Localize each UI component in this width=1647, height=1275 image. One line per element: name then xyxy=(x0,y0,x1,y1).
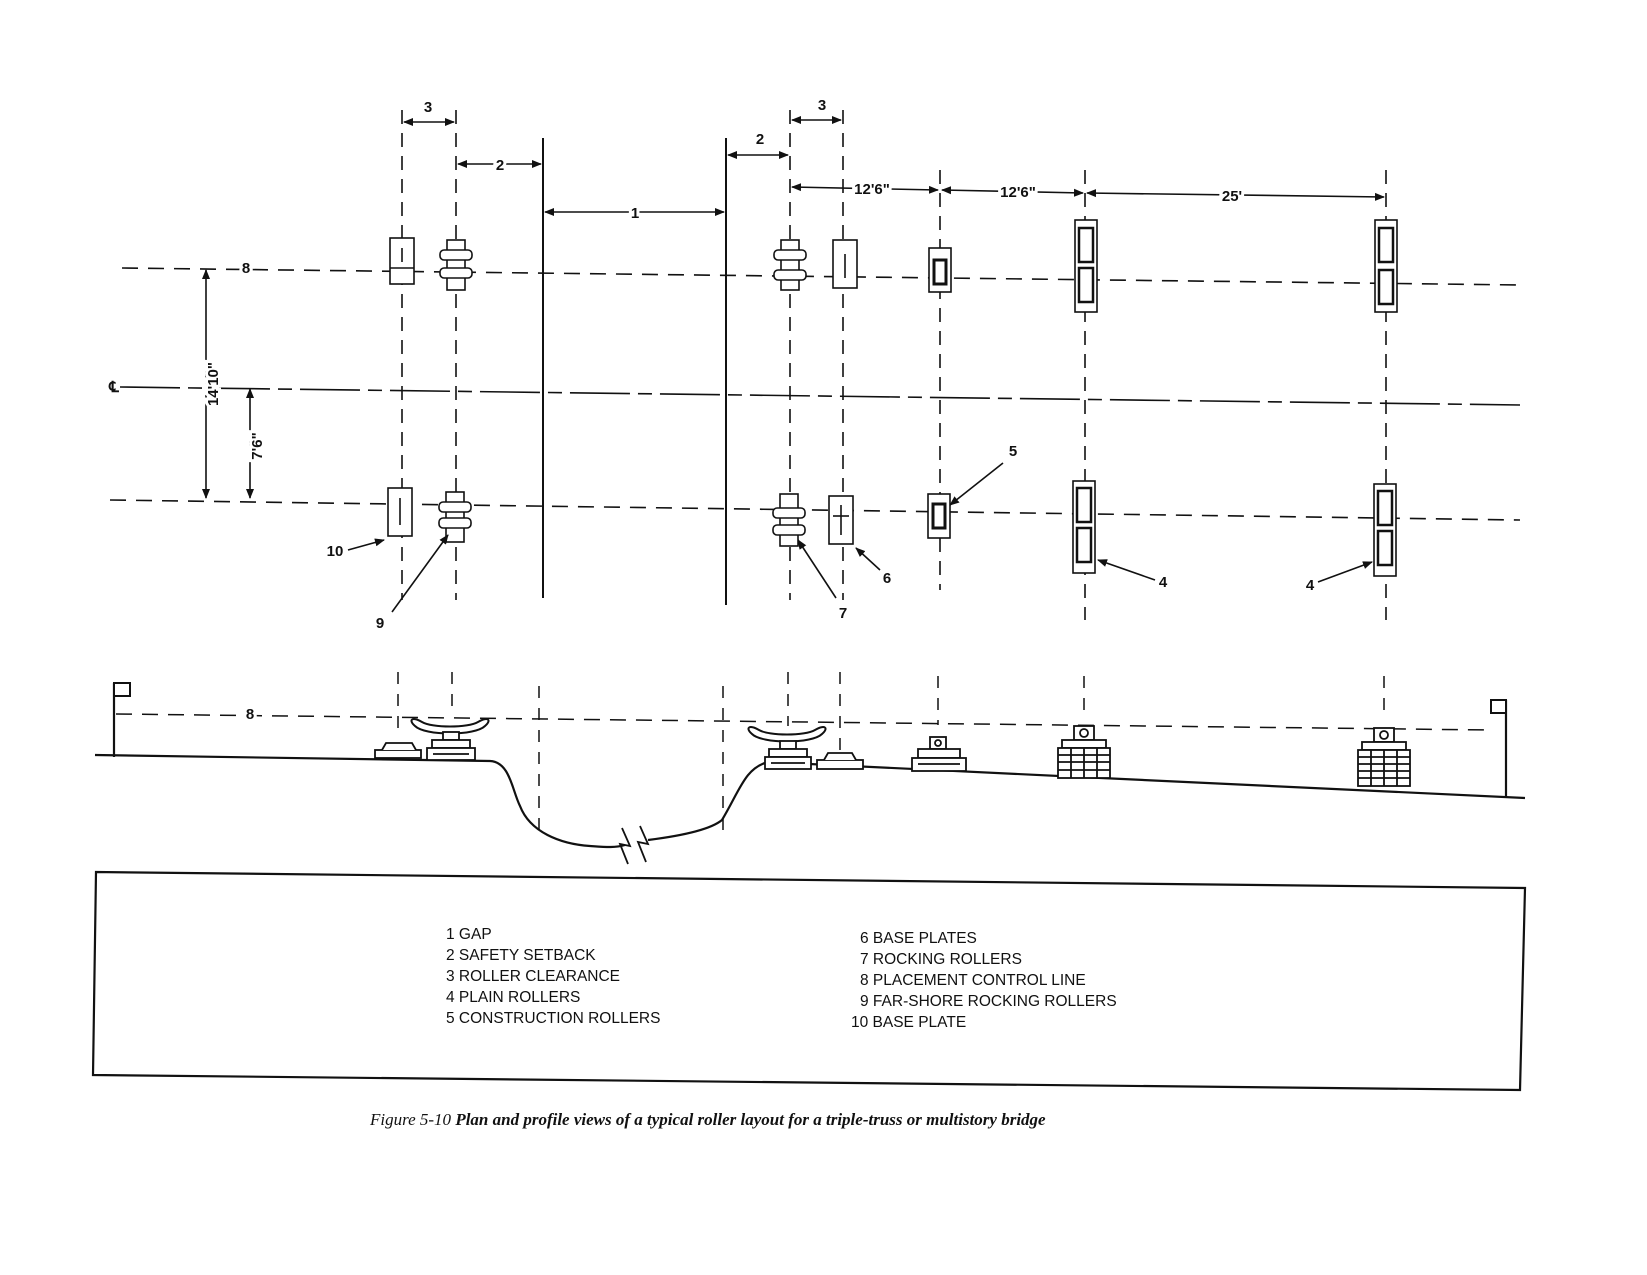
ground-profile xyxy=(94,753,1526,849)
plain-roller-25-top xyxy=(1074,219,1098,313)
legend-item-1: 1 GAP xyxy=(446,926,492,943)
label-placement-line-profile: 8 xyxy=(246,706,254,723)
legend-item-4: 4 PLAIN ROLLERS xyxy=(446,989,580,1006)
label-roller-clearance-right: 3 xyxy=(818,97,826,114)
label-safety-setback-right: 2 xyxy=(756,131,764,148)
far-flag xyxy=(1490,699,1508,797)
callout-10: 10 xyxy=(327,543,344,560)
figure-number: Figure 5-10 xyxy=(370,1110,452,1129)
label-half-width: 7'6" xyxy=(249,432,266,459)
plan-view xyxy=(109,110,1521,620)
arrow-callout-4b xyxy=(1317,561,1373,583)
placement-control-line-bottom xyxy=(109,499,1521,521)
rocking-roller-far-bottom xyxy=(772,493,806,547)
label-centerline: ℄ xyxy=(108,379,119,396)
profile-rocking-roller-far xyxy=(747,726,827,770)
label-gap: 1 xyxy=(631,205,639,222)
profile-base-plate-far xyxy=(816,752,864,770)
profile-placement-line xyxy=(115,713,1491,731)
base-plate-near-bottom xyxy=(387,487,413,537)
arrow-callout-9 xyxy=(391,534,449,613)
arrow-callout-6 xyxy=(855,547,881,571)
figure-title: Plan and profile views of a typical roll… xyxy=(455,1110,1046,1129)
legend-item-8: 8 PLACEMENT CONTROL LINE xyxy=(860,972,1086,989)
legend-item-10: 10 BASE PLATE xyxy=(851,1014,966,1031)
callout-4b: 4 xyxy=(1306,577,1315,594)
plain-roller-50-top xyxy=(1374,219,1398,313)
legend-item-2: 2 SAFETY SETBACK xyxy=(446,947,596,964)
legend-item-6: 6 BASE PLATES xyxy=(860,930,977,947)
profile-rocking-roller-near xyxy=(410,718,490,761)
callout-5: 5 xyxy=(1009,443,1017,460)
legend-right-column: 6 BASE PLATES 7 ROCKING ROLLERS 8 PLACEM… xyxy=(851,930,1117,1031)
near-flag xyxy=(112,682,131,757)
callout-7: 7 xyxy=(839,605,847,622)
legend-box: 1 GAP 2 SAFETY SETBACK 3 ROLLER CLEARANC… xyxy=(91,870,1527,1092)
rocking-roller-far-top xyxy=(773,239,807,291)
dim-spacing-2 xyxy=(941,186,1084,197)
profile-plain-roller-25 xyxy=(1057,725,1111,779)
legend-item-5: 5 CONSTRUCTION ROLLERS xyxy=(446,1010,660,1027)
label-truss-width: 14'10" xyxy=(205,362,222,406)
legend-item-9: 9 FAR-SHORE ROCKING ROLLERS xyxy=(860,993,1117,1010)
base-plate-far-top xyxy=(832,239,858,289)
label-spacing-2: 12'6" xyxy=(1000,184,1036,201)
label-spacing-1: 12'6" xyxy=(854,181,890,198)
callout-4a: 4 xyxy=(1159,574,1168,591)
arrow-callout-4a xyxy=(1097,559,1156,581)
label-placement-line-plan: 8 xyxy=(242,260,250,277)
figure-caption: Figure 5-10 Plan and profile views of a … xyxy=(370,1110,1270,1130)
profile-plain-roller-50 xyxy=(1357,727,1411,787)
profile-projection-lines xyxy=(397,672,1385,830)
dim-spacing-3 xyxy=(1086,189,1385,201)
arrow-callout-10 xyxy=(347,538,385,551)
arrow-callout-7 xyxy=(797,539,837,599)
label-roller-clearance-left: 3 xyxy=(424,99,432,116)
legend-item-7: 7 ROCKING ROLLERS xyxy=(860,951,1022,968)
placement-control-line-top xyxy=(121,267,1521,286)
label-spacing-3: 25' xyxy=(1222,188,1242,205)
profile-view xyxy=(94,672,1526,865)
construction-roller-top xyxy=(928,247,952,293)
vertical-layout-lines xyxy=(401,110,1387,620)
plan-labels: 3 2 1 2 3 12'6" 12'6" 25' 8 ℄ 14'10" 7'6… xyxy=(108,97,1315,632)
base-plate-far-bottom xyxy=(828,495,854,545)
plain-roller-50-bottom xyxy=(1373,483,1397,577)
legend-item-3: 3 ROLLER CLEARANCE xyxy=(446,968,620,985)
legend-left-column: 1 GAP 2 SAFETY SETBACK 3 ROLLER CLEARANC… xyxy=(446,926,660,1027)
dim-spacing-1 xyxy=(791,183,939,194)
callout-9: 9 xyxy=(376,615,384,632)
label-safety-setback-left: 2 xyxy=(496,157,504,174)
callout-6: 6 xyxy=(883,570,891,587)
plain-roller-25-bottom xyxy=(1072,480,1096,574)
base-plate-near-top xyxy=(389,237,415,285)
construction-roller-bottom xyxy=(927,493,951,539)
rocking-roller-near-top xyxy=(439,239,473,291)
profile-construction-roller xyxy=(911,736,967,772)
profile-base-plate-near xyxy=(374,742,422,759)
centerline xyxy=(119,386,1521,406)
arrow-callout-5 xyxy=(949,462,1004,506)
break-symbol xyxy=(618,825,650,865)
rocking-roller-near-bottom xyxy=(438,491,472,543)
